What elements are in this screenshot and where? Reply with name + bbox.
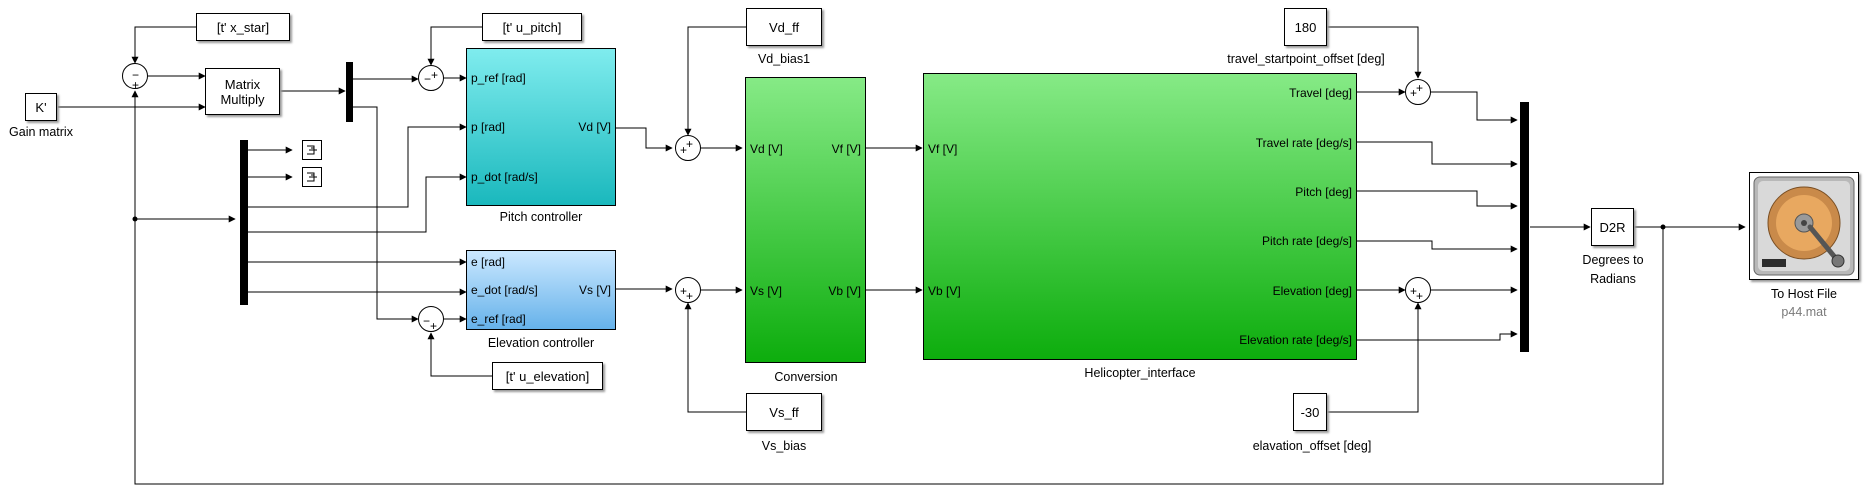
- to-host-file-label: To Host File: [1771, 287, 1837, 301]
- hard-drive-icon: [1753, 176, 1855, 276]
- heli-output-pitch-rate: Pitch rate [deg/s]: [1261, 234, 1352, 248]
- sum-block-6[interactable]: + +: [1405, 79, 1431, 105]
- matrix-multiply-line2: Multiply: [220, 91, 265, 107]
- sum-block-5[interactable]: + +: [675, 277, 701, 303]
- from-u-pitch-block[interactable]: [t' u_pitch]: [482, 13, 582, 41]
- sum1-minus-sign: −: [132, 68, 140, 82]
- gain-value: K': [35, 99, 47, 115]
- travel-offset-block[interactable]: 180: [1284, 8, 1327, 46]
- elevation-offset-value: -30: [1300, 404, 1320, 420]
- sum-block-2[interactable]: − +: [418, 65, 444, 91]
- sum3-plus-sign: +: [430, 319, 438, 333]
- mux-block[interactable]: [1520, 102, 1529, 352]
- helicopter-interface-block[interactable]: Vf [V] Vb [V] Travel [deg] Travel rate […: [923, 73, 1357, 360]
- elevation-input-e: e [rad]: [471, 255, 506, 269]
- sum6-plus-sign-top: +: [1416, 81, 1424, 95]
- elevation-offset-label: elavation_offset [deg]: [1252, 439, 1372, 453]
- conversion-output-vb: Vb [V]: [828, 284, 861, 298]
- sum-block-1[interactable]: − +: [122, 63, 148, 92]
- conversion-block[interactable]: Vd [V] Vs [V] Vf [V] Vb [V]: [745, 77, 866, 363]
- heli-input-vf: Vf [V]: [928, 142, 958, 156]
- pitch-controller-block[interactable]: p_ref [rad] p [rad] p_dot [rad/s] Vd [V]: [466, 48, 616, 206]
- pitch-input-p-dot: p_dot [rad/s]: [471, 170, 538, 184]
- elevation-controller-block[interactable]: e [rad] e_dot [rad/s] e_ref [rad] Vs [V]: [466, 250, 616, 330]
- heli-output-elevation-rate: Elevation rate [deg/s]: [1239, 333, 1352, 347]
- pitch-controller-label: Pitch controller: [499, 210, 583, 224]
- sum2-plus-sign: +: [431, 68, 439, 82]
- terminator-1[interactable]: [302, 140, 322, 160]
- d2r-value: D2R: [1599, 219, 1626, 235]
- d2r-label-line1: Degrees to: [1582, 253, 1644, 267]
- vd-ff-block[interactable]: Vd_ff: [746, 8, 822, 46]
- sum7-plus-sign-bottom: +: [1416, 289, 1424, 303]
- conversion-input-vs: Vs [V]: [750, 284, 783, 298]
- conversion-label: Conversion: [774, 370, 838, 384]
- sum5-plus-sign-bottom: +: [686, 289, 694, 303]
- conversion-input-vd: Vd [V]: [750, 142, 783, 156]
- travel-offset-value: 180: [1294, 19, 1317, 35]
- sum4-plus-sign-top: +: [686, 137, 694, 151]
- sum-block-4[interactable]: + +: [675, 135, 701, 161]
- demux-block-1[interactable]: [346, 62, 353, 122]
- heli-input-vb: Vb [V]: [928, 284, 961, 298]
- elevation-output-vs: Vs [V]: [578, 283, 611, 297]
- gain-matrix-block[interactable]: K': [25, 93, 57, 121]
- demux-block-2[interactable]: [240, 140, 248, 305]
- from-x-star-block[interactable]: [t' x_star]: [196, 13, 290, 41]
- sum6-plus-sign-left: +: [1410, 86, 1418, 100]
- travel-offset-label: travel_startpoint_offset [deg]: [1227, 52, 1385, 66]
- sum4-plus-sign-left: +: [680, 143, 688, 157]
- vs-ff-value: Vs_ff: [769, 404, 799, 420]
- d2r-block[interactable]: D2R: [1591, 208, 1634, 246]
- from-u-elevation-text: [t' u_elevation]: [505, 368, 590, 384]
- terminator-icon: [307, 172, 317, 182]
- helicopter-interface-label: Helicopter_interface: [1084, 366, 1196, 380]
- elevation-offset-block[interactable]: -30: [1293, 393, 1327, 431]
- to-host-file-filename: p44.mat: [1781, 305, 1827, 319]
- matrix-multiply-line1: Matrix: [224, 76, 261, 92]
- sum7-plus-sign-left: +: [1410, 284, 1418, 298]
- sum-block-3[interactable]: − +: [418, 306, 444, 332]
- gain-matrix-label: Gain matrix: [9, 125, 73, 139]
- vd-bias1-label: Vd_bias1: [757, 52, 811, 66]
- from-u-elevation-block[interactable]: [t' u_elevation]: [492, 362, 603, 390]
- vs-bias-label: Vs_bias: [761, 439, 807, 453]
- elevation-input-e-ref: e_ref [rad]: [471, 312, 526, 326]
- d2r-label-line2: Radians: [1590, 272, 1636, 286]
- heli-output-elevation: Elevation [deg]: [1272, 284, 1352, 298]
- heli-output-travel: Travel [deg]: [1289, 86, 1352, 100]
- heli-output-travel-rate: Travel rate [deg/s]: [1255, 136, 1352, 150]
- sum5-plus-sign-left: +: [680, 284, 688, 298]
- heli-output-pitch: Pitch [deg]: [1295, 185, 1352, 199]
- pitch-input-p-ref: p_ref [rad]: [471, 71, 526, 85]
- sum-block-7[interactable]: + +: [1405, 277, 1431, 303]
- vs-ff-block[interactable]: Vs_ff: [746, 393, 822, 431]
- conversion-output-vf: Vf [V]: [831, 142, 861, 156]
- sum2-minus-sign: −: [424, 72, 432, 86]
- to-host-file-block[interactable]: [1749, 172, 1859, 280]
- pitch-output-vd: Vd [V]: [578, 120, 611, 134]
- pitch-input-p: p [rad]: [471, 120, 506, 134]
- elevation-controller-label: Elevation controller: [487, 336, 595, 350]
- elevation-input-e-dot: e_dot [rad/s]: [471, 283, 538, 297]
- sum3-minus-sign: −: [423, 314, 431, 328]
- matrix-multiply-block[interactable]: Matrix Multiply: [205, 68, 280, 115]
- from-u-pitch-text: [t' u_pitch]: [502, 19, 562, 35]
- sum1-plus-sign: +: [132, 78, 140, 92]
- terminator-icon: [307, 145, 317, 155]
- vd-ff-value: Vd_ff: [768, 19, 800, 35]
- from-x-star-text: [t' x_star]: [216, 19, 270, 35]
- terminator-2[interactable]: [302, 167, 322, 187]
